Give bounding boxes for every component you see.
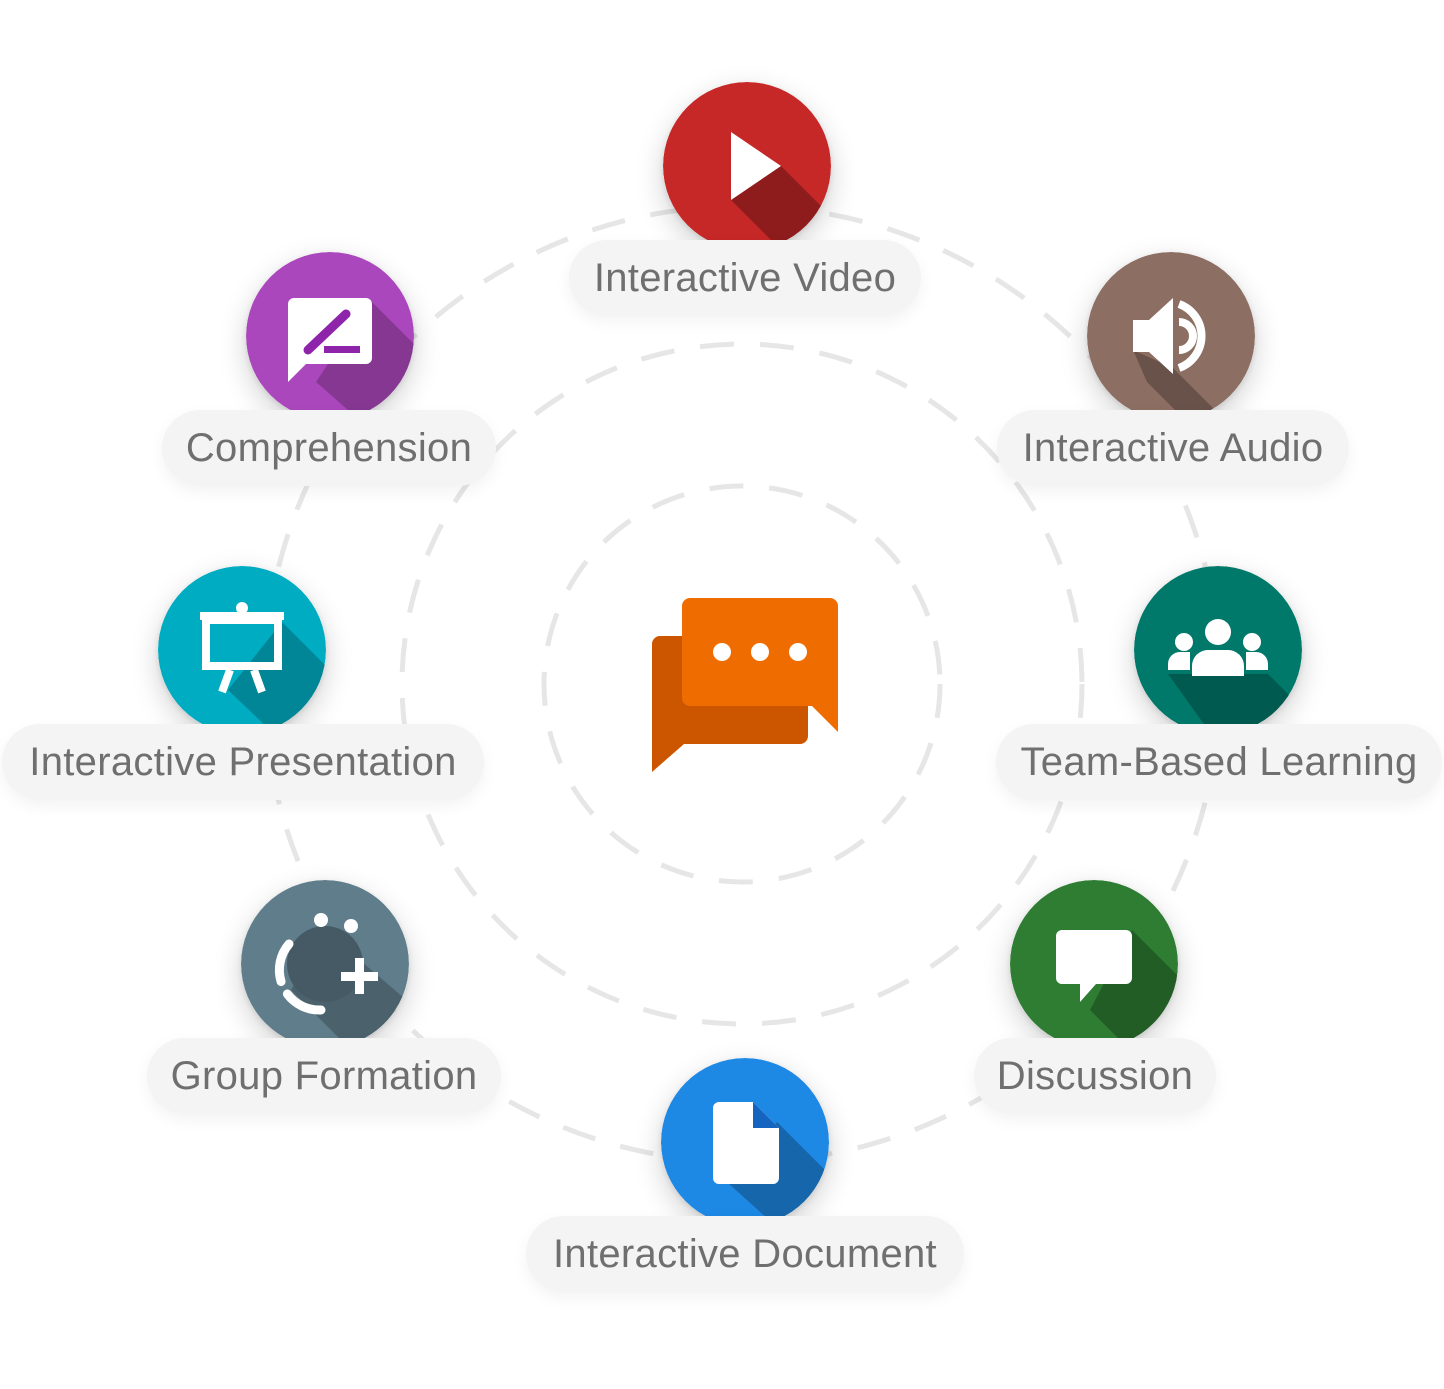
- inner-ring: [541, 483, 943, 885]
- speech-bubble-icon: [1010, 880, 1178, 1048]
- interactive-document-badge[interactable]: [661, 1058, 829, 1226]
- interactive-audio-badge[interactable]: [1087, 252, 1255, 420]
- interactive-document-label: Interactive Document: [526, 1216, 964, 1292]
- group-people-icon: [1134, 566, 1302, 734]
- edit-note-icon: [246, 252, 414, 420]
- interactive-presentation-badge[interactable]: [158, 566, 326, 734]
- interactive-audio-label: Interactive Audio: [997, 410, 1349, 486]
- speaker-icon: [1087, 252, 1255, 420]
- interactive-video-label: Interactive Video: [569, 240, 921, 316]
- team-based-learning-label: Team-Based Learning: [996, 724, 1442, 800]
- group-formation-label: Group Formation: [147, 1038, 501, 1114]
- chat-bubbles-icon: [652, 598, 838, 772]
- group-formation-badge[interactable]: [241, 880, 409, 1048]
- interactive-video-badge[interactable]: [663, 82, 831, 250]
- discussion-label: Discussion: [974, 1038, 1216, 1114]
- document-icon: [661, 1058, 829, 1226]
- team-based-learning-badge[interactable]: [1134, 566, 1302, 734]
- interactive-presentation-label: Interactive Presentation: [2, 724, 484, 800]
- comprehension-badge[interactable]: [246, 252, 414, 420]
- discussion-badge[interactable]: [1010, 880, 1178, 1048]
- easel-icon: [158, 566, 326, 734]
- play-icon: [663, 82, 831, 250]
- middle-ring: [399, 341, 1085, 1027]
- comprehension-label: Comprehension: [162, 410, 496, 486]
- group-add-icon: [241, 880, 409, 1048]
